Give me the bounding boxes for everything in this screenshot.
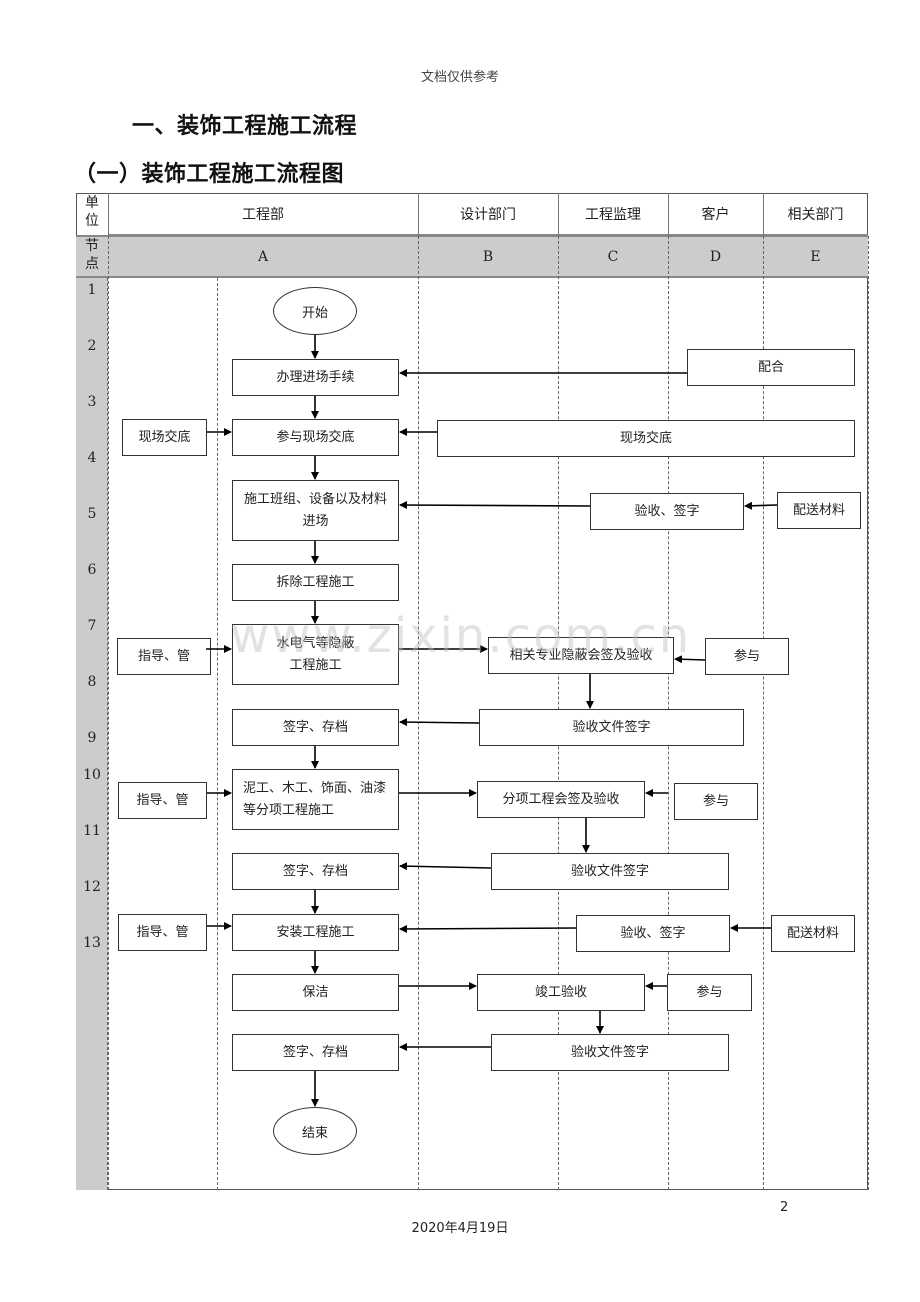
step-sign-archive-1: 签字、存档 (232, 709, 399, 746)
row-number: 2 (87, 338, 97, 354)
left-guide-manage-1: 指导、管 (117, 638, 211, 675)
row-number: 13 (83, 935, 101, 951)
column-divider (668, 193, 669, 236)
row-number: 10 (83, 767, 101, 783)
box-doc-sign-2: 验收文件签字 (491, 853, 729, 890)
box-completion-acceptance: 竣工验收 (477, 974, 645, 1011)
node-b: B (482, 249, 494, 265)
lane-divider (108, 236, 109, 1190)
lane-divider (217, 278, 218, 1190)
row-number: 11 (83, 823, 101, 839)
watermark: www.zixin.com.cn (230, 608, 692, 664)
box-participate-3: 参与 (667, 974, 752, 1011)
node-c: C (607, 249, 619, 265)
node-a: A (257, 249, 269, 265)
column-divider (418, 193, 419, 236)
step-demolition: 拆除工程施工 (232, 564, 399, 601)
row-number: 9 (87, 730, 97, 746)
step-sub-works: 泥工、木工、饰面、油漆等分项工程施工 (232, 769, 399, 830)
lane-divider (868, 236, 869, 1190)
row-number: 7 (87, 618, 97, 634)
box-accept-sign-1: 验收、签字 (590, 493, 744, 530)
left-site-briefing: 现场交底 (122, 419, 207, 456)
box-accept-sign-2: 验收、签字 (576, 915, 730, 952)
row-number: 12 (83, 879, 101, 895)
node-d: D (709, 249, 722, 265)
box-participate-2: 参与 (674, 783, 758, 820)
box-participate-1: 参与 (705, 638, 789, 675)
row-number: 6 (87, 562, 97, 578)
lane-divider (418, 236, 419, 1190)
column-header-supervision: 工程监理 (558, 193, 668, 236)
header-note: 文档仅供参考 (420, 70, 499, 85)
node-e: E (810, 249, 821, 265)
step-installation: 安装工程施工 (232, 914, 399, 951)
row-number: 8 (87, 674, 97, 690)
box-sub-acceptance: 分项工程会签及验收 (477, 781, 645, 818)
left-guide-manage-2: 指导、管 (118, 782, 207, 819)
box-deliver-materials-2: 配送材料 (771, 915, 855, 952)
step-team-equipment-materials: 施工班组、设备以及材料进场 (232, 480, 399, 541)
column-divider (763, 193, 764, 236)
section-heading: 一、装饰工程施工流程 (132, 114, 358, 139)
unit-label-text: 单位 (85, 195, 99, 229)
subsection-heading: （一）装饰工程施工流程图 (74, 162, 345, 187)
step-entry-procedures: 办理进场手续 (232, 359, 399, 396)
node-label-text: 节点 (85, 238, 99, 272)
box-doc-sign-1: 验收文件签字 (479, 709, 744, 746)
unit-label: 单位 (76, 194, 108, 230)
row-number: 4 (87, 450, 97, 466)
end-node: 结束 (273, 1107, 357, 1155)
step-concealed-works: 水电气等隐蔽工程施工 (232, 624, 399, 685)
header-divider (76, 235, 868, 237)
step-sign-archive-2: 签字、存档 (232, 853, 399, 890)
row-number-column (76, 278, 108, 1190)
page-number: 2 (780, 1200, 789, 1215)
left-guide-manage-3: 指导、管 (118, 914, 207, 951)
box-site-briefing: 现场交底 (437, 420, 855, 457)
box-doc-sign-3: 验收文件签字 (491, 1034, 729, 1071)
step-site-briefing: 参与现场交底 (232, 419, 399, 456)
column-header-client: 客户 (668, 193, 763, 236)
start-node: 开始 (273, 287, 357, 335)
node-row (76, 236, 868, 278)
column-header-design: 设计部门 (418, 193, 558, 236)
row-number: 3 (87, 394, 97, 410)
step-sign-archive-3: 签字、存档 (232, 1034, 399, 1071)
box-cooperate: 配合 (687, 349, 855, 386)
lane-divider (763, 236, 764, 1190)
column-divider (558, 193, 559, 236)
row-number: 5 (87, 506, 97, 522)
footer-date: 2020年4月19日 (411, 1221, 509, 1236)
box-hidden-acceptance: 相关专业隐蔽会签及验收 (488, 637, 674, 674)
flowchart-table (76, 193, 868, 1190)
box-deliver-materials-1: 配送材料 (777, 492, 861, 529)
step-cleaning: 保洁 (232, 974, 399, 1011)
column-divider (108, 193, 109, 236)
row-number: 1 (87, 282, 97, 298)
node-label: 节点 (76, 237, 108, 273)
column-header-engineering: 工程部 (108, 193, 418, 236)
column-header-related: 相关部门 (763, 193, 868, 236)
